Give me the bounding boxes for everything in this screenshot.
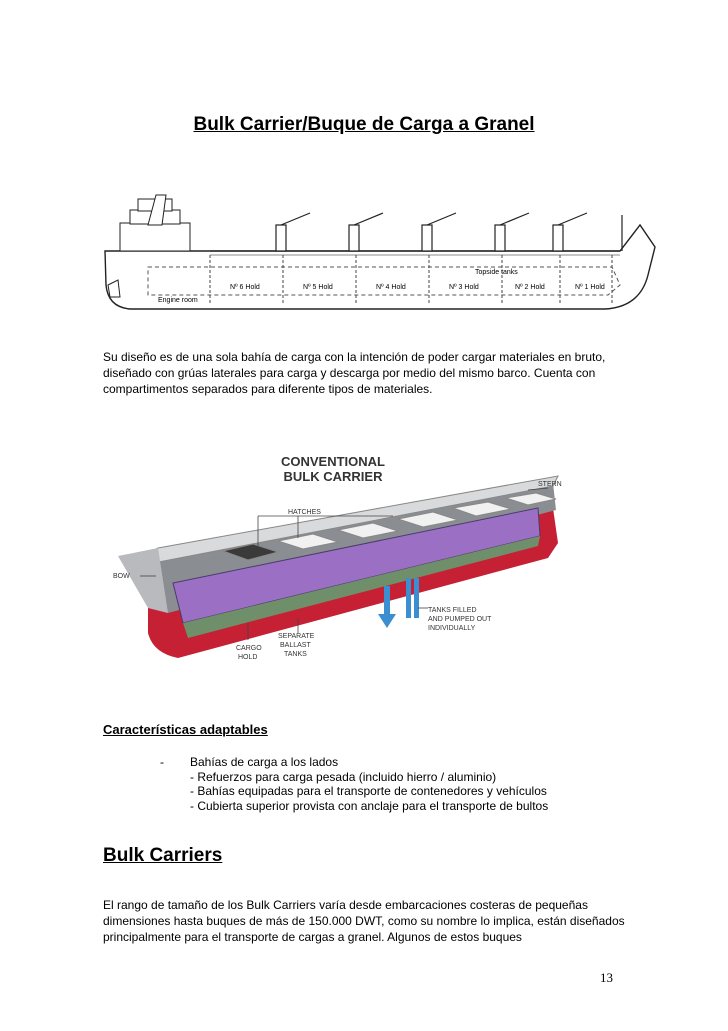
tanks-label-3: INDIVIDUALLY xyxy=(428,625,476,632)
bulk-carriers-paragraph: El rango de tamaño de los Bulk Carriers … xyxy=(103,898,625,944)
hold-label-3: Nº 3 Hold xyxy=(449,284,479,291)
page-number: 13 xyxy=(600,970,613,985)
list-item: Bahías de carga a los lados xyxy=(190,755,339,769)
hold-label-2: Nº 2 Hold xyxy=(515,284,545,291)
hold-label-5: Nº 5 Hold xyxy=(303,284,333,291)
features-list: - Bahías de carga a los lados - Refuerzo… xyxy=(160,755,548,813)
cargo-hold-label-2: HOLD xyxy=(238,654,257,661)
cargo-hold-label-1: CARGO xyxy=(236,645,262,652)
ship-profile-diagram: Nº 6 Hold Nº 5 Hold Nº 4 Hold Nº 3 Hold … xyxy=(104,194,656,310)
list-item: - Refuerzos para carga pesada (incluido … xyxy=(190,769,497,784)
list-item: - Bahías equipadas para el transporte de… xyxy=(190,784,547,798)
ballast-label-2: BALLAST xyxy=(280,642,311,649)
tanks-label-1: TANKS FILLED xyxy=(428,607,477,614)
superstructure xyxy=(119,222,191,252)
ballast-label-1: SEPARATE xyxy=(278,633,315,640)
deck-cranes xyxy=(275,212,623,252)
list-item: - Cubierta superior provista con anclaje… xyxy=(190,798,549,813)
tanks-label-2: AND PUMPED OUT xyxy=(428,616,492,623)
pump-arrows xyxy=(378,578,419,628)
topside-tanks-label: Topside tanks xyxy=(475,269,518,276)
ballast-label-3: TANKS xyxy=(284,651,307,658)
hold-label-6: Nº 6 Hold xyxy=(230,284,260,291)
intro-paragraph: Su diseño es de una sola bahía de carga … xyxy=(103,350,606,396)
section-heading-bulk-carriers: Bulk Carriers xyxy=(103,845,223,866)
diagram-title-line1: CONVENTIONAL xyxy=(281,454,385,469)
hatches-label: HATCHES xyxy=(288,509,321,516)
section-heading-adaptable: Características adaptables xyxy=(103,722,268,737)
conventional-bulk-carrier-diagram: CONVENTIONAL BULK CARRIER STERN HATCHES … xyxy=(113,454,562,661)
page-title: Bulk Carrier/Buque de Carga a Granel xyxy=(193,114,535,135)
bow-label: BOW xyxy=(113,573,130,580)
hatches-group xyxy=(221,492,557,561)
hold-label-4: Nº 4 Hold xyxy=(376,284,406,291)
engine-room-label: Engine room xyxy=(158,297,198,304)
stern-label: STERN xyxy=(538,481,562,488)
hold-label-1: Nº 1 Hold xyxy=(575,284,605,291)
diagram-title-line2: BULK CARRIER xyxy=(284,469,384,484)
list-dash: - xyxy=(160,755,164,769)
funnel xyxy=(147,194,167,226)
